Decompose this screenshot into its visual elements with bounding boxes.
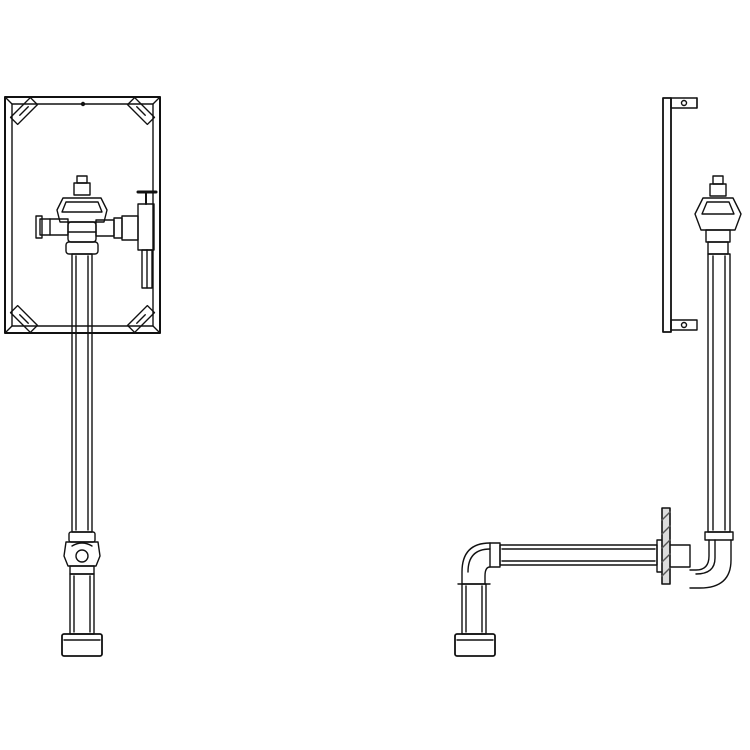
elbow-bend (457, 542, 501, 585)
corner-clip (9, 304, 39, 334)
vertical-flush-pipe-side (704, 253, 734, 541)
corner-clip (126, 96, 156, 126)
side-view (454, 97, 742, 657)
flush-valve (35, 175, 108, 255)
elbow (689, 539, 732, 589)
wall-flange (661, 507, 671, 585)
front-view (4, 96, 161, 657)
spud-connector (61, 573, 103, 657)
vacuum-breaker-elbow (63, 531, 101, 575)
stop-valve (95, 190, 158, 289)
vertical-flush-pipe (71, 253, 93, 533)
spud-connector-side (454, 583, 496, 657)
flush-valve-side (694, 175, 742, 255)
mounting-plate-side (662, 97, 698, 333)
mounting-plate (4, 96, 161, 334)
corner-clip (9, 96, 39, 126)
corner-clip (126, 304, 156, 334)
